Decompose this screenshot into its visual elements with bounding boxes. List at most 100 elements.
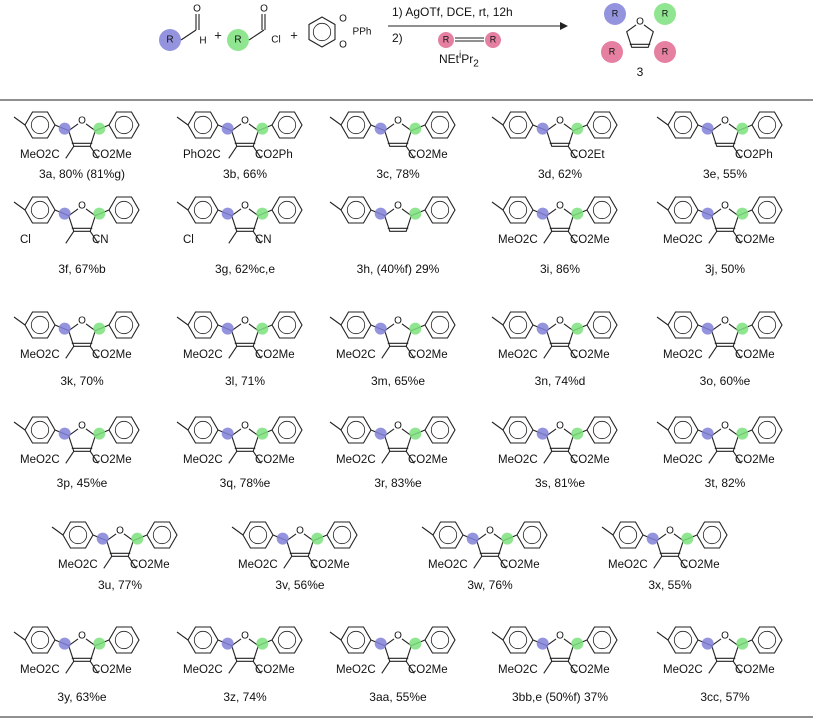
- compound-caption-3u: 3u, 77%: [97, 578, 143, 592]
- substituent-left-3x: MeO2C: [608, 559, 648, 571]
- methyl: [13, 316, 26, 326]
- substituent-right-3g: CN: [255, 234, 272, 246]
- furan-3u: [106, 530, 134, 557]
- product-r1: [604, 3, 626, 25]
- bond: [732, 661, 742, 674]
- bond: [708, 451, 718, 464]
- aryl-right-3p-aromatic: [114, 420, 134, 440]
- oxygen-bg: [555, 316, 565, 326]
- blue-marker-3p: [58, 427, 71, 440]
- substituent-right-3u: CO2Me: [130, 559, 170, 571]
- furan-oxygen: O: [78, 116, 86, 127]
- oxygen-bg: [240, 421, 250, 431]
- r3-blob: [438, 32, 454, 48]
- blue-marker-3j: [701, 207, 714, 220]
- green-marker-3r: [409, 427, 422, 440]
- aryl-left-3f-aromatic: [30, 200, 50, 220]
- bond: [103, 556, 113, 569]
- oxygen-bg: [393, 116, 403, 126]
- substituent-right-3t: CO2Me: [735, 454, 775, 466]
- furan-3i: [546, 205, 574, 232]
- methyl: [491, 316, 504, 326]
- furan-oxygen: O: [666, 526, 674, 537]
- aryl-right-3f-aromatic: [114, 200, 134, 220]
- substituent-left-3f: Cl: [20, 234, 31, 246]
- substituent-left-3m: MeO2C: [336, 349, 376, 361]
- substituent-right-3i: CO2Me: [570, 234, 610, 246]
- green-marker-3x: [681, 532, 694, 545]
- aryl-left-3m-aromatic: [346, 315, 366, 335]
- furan-oxygen: O: [721, 631, 729, 642]
- furan-3q: [231, 425, 259, 452]
- r2-label: R: [234, 35, 241, 46]
- furan-3c: [384, 120, 412, 147]
- methyl: [491, 116, 504, 126]
- furan-3d: [546, 120, 574, 147]
- aryl-right-3n-aromatic: [592, 315, 612, 335]
- oxygen-bg: [393, 316, 403, 326]
- green-marker-3v: [311, 532, 324, 545]
- furan-3w: [476, 530, 504, 557]
- green-marker-3m: [409, 322, 422, 335]
- compound-caption-3q: 3q, 78%e: [219, 476, 271, 490]
- bond: [228, 231, 238, 244]
- bond: [677, 556, 687, 569]
- compound-caption-3f: 3f, 67%b: [58, 262, 106, 276]
- aryl-right-3cc-aromatic: [757, 630, 777, 650]
- blue-marker-3cc: [701, 637, 714, 650]
- methyl: [176, 116, 189, 126]
- condition-2: 2): [392, 31, 403, 45]
- substituent-right-3x: CO2Me: [680, 559, 720, 571]
- compound-caption-3p: 3p, 45%e: [56, 476, 108, 490]
- furan-3z: [231, 635, 259, 662]
- bond: [252, 451, 262, 464]
- methyl: [51, 526, 64, 536]
- substituent-right-3w: CO2Me: [500, 559, 540, 571]
- compound-caption-3r: 3r, 83%e: [374, 476, 422, 490]
- methyl: [491, 631, 504, 641]
- aryl-left-3k-aromatic: [30, 315, 50, 335]
- substituent-left-3v: MeO2C: [238, 559, 278, 571]
- oxygen-bg: [555, 116, 565, 126]
- product-r3: [654, 41, 676, 63]
- oxygen-bg: [393, 421, 403, 431]
- bond: [252, 231, 262, 244]
- bond: [653, 556, 663, 569]
- furan-oxygen: O: [241, 421, 249, 432]
- bond: [89, 146, 99, 159]
- substituent-left-3u: MeO2C: [58, 559, 98, 571]
- compound-caption-3e: 3e, 55%: [702, 167, 748, 181]
- furan-3j: [711, 205, 739, 232]
- plus-sign: +: [214, 27, 222, 42]
- methyl: [329, 421, 342, 431]
- product-furan: [626, 21, 654, 48]
- blue-marker-3i: [536, 207, 549, 220]
- substituent-right-3r: CO2Me: [408, 454, 448, 466]
- compound-caption-3o: 3o, 60%e: [699, 374, 751, 388]
- green-marker-3bb: [571, 637, 584, 650]
- furan-oxygen: O: [394, 316, 402, 327]
- bond: [65, 231, 75, 244]
- bond: [127, 556, 137, 569]
- green-marker-3i: [571, 207, 584, 220]
- aryl-right-3b-aromatic: [277, 115, 297, 135]
- blue-marker-3n: [536, 322, 549, 335]
- methyl: [176, 201, 189, 211]
- blue-marker-3t: [701, 427, 714, 440]
- aryl-right-3v-aromatic: [332, 525, 352, 545]
- aryl-right-3l-aromatic: [277, 315, 297, 335]
- compound-caption-3d: 3d, 62%: [537, 167, 583, 181]
- substituent-left-3r: MeO2C: [336, 454, 376, 466]
- blue-marker-3b: [221, 122, 234, 135]
- bond: [65, 661, 75, 674]
- substituent-left-3s: MeO2C: [498, 454, 538, 466]
- aryl-right-3h-aromatic: [430, 200, 450, 220]
- furan-3p: [68, 425, 96, 452]
- substituent-right-3b: CO2Ph: [255, 149, 293, 161]
- bond: [708, 231, 718, 244]
- oxygen-bg: [720, 201, 730, 211]
- substituent-right-3j: CO2Me: [735, 234, 775, 246]
- aryl-left-3bb-aromatic: [508, 630, 528, 650]
- aryl-left-3v-aromatic: [248, 525, 268, 545]
- bond: [65, 146, 75, 159]
